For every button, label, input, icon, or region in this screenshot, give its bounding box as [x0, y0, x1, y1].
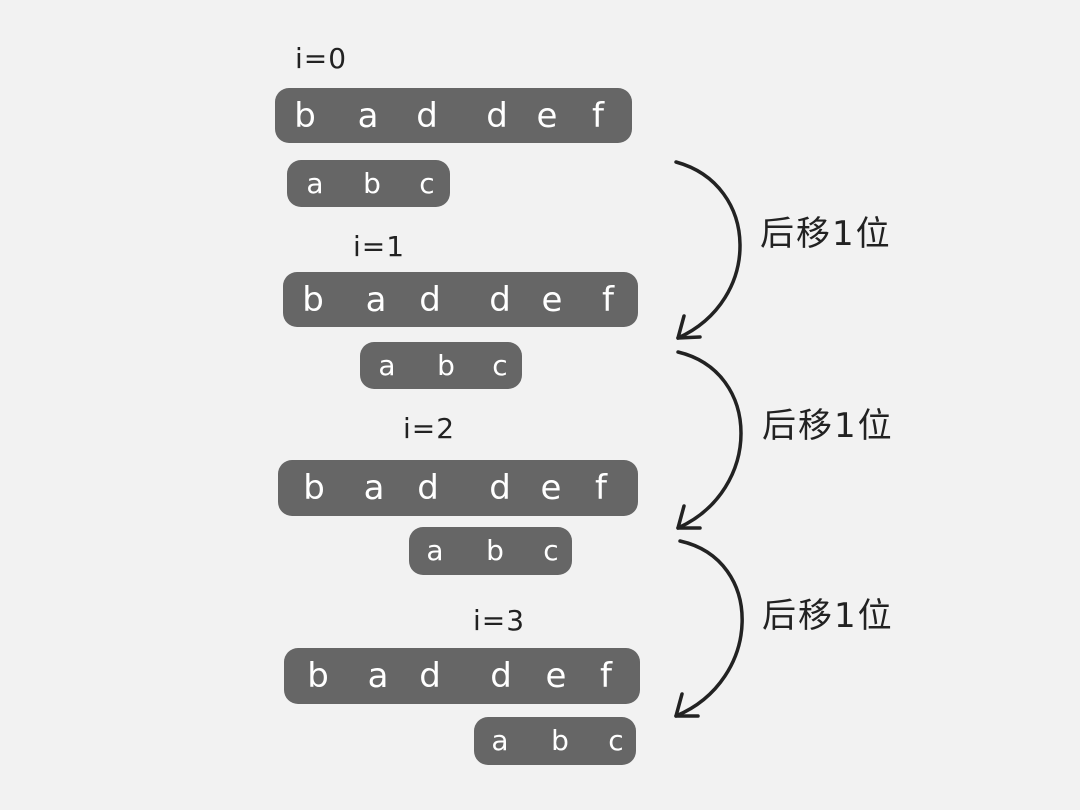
pattern-char: a: [426, 534, 444, 567]
text-string-bar-step1: b a d d e f: [283, 272, 638, 327]
text-char: d: [419, 656, 441, 696]
pattern-bar-step1: a b c: [360, 342, 522, 389]
text-string-bar-step3: b a d d e f: [284, 648, 640, 704]
pattern-char: c: [419, 166, 435, 200]
arrow-head-icon: [676, 504, 702, 530]
step-label-i2: i=2: [403, 412, 456, 445]
pattern-char: b: [551, 724, 569, 757]
shift-label-2: 后移1位: [762, 406, 894, 446]
text-char: a: [367, 656, 389, 696]
pattern-char: c: [492, 348, 508, 382]
text-char: d: [489, 279, 511, 320]
arrow-head-icon: [676, 314, 702, 340]
pattern-char: c: [608, 724, 624, 757]
shift-label-3: 后移1位: [762, 596, 894, 636]
arrow-head-icon: [674, 692, 700, 718]
text-char: d: [416, 95, 438, 136]
step-label-i1: i=1: [353, 230, 406, 263]
text-char: f: [592, 95, 604, 136]
text-char: d: [419, 279, 441, 320]
pattern-bar-step0: a b c: [287, 160, 450, 207]
curved-arrow-icon: [674, 160, 742, 340]
text-char: d: [490, 656, 512, 696]
text-string-bar-step2: b a d d e f: [278, 460, 638, 516]
shift-label-1: 后移1位: [760, 214, 892, 254]
pattern-bar-step3: a b c: [474, 717, 636, 765]
pattern-char: a: [306, 166, 324, 200]
text-char: a: [365, 279, 387, 320]
pattern-char: b: [486, 534, 504, 567]
text-char: a: [363, 468, 385, 508]
text-char: b: [294, 95, 316, 136]
text-char: e: [545, 656, 567, 696]
text-char: e: [536, 95, 558, 136]
step-label-i0: i=0: [295, 42, 348, 75]
curved-arrow-icon: [676, 350, 743, 530]
text-char: f: [595, 468, 607, 508]
text-char: e: [541, 279, 563, 320]
text-char: b: [303, 468, 325, 508]
text-char: a: [357, 95, 379, 136]
step-label-i3: i=3: [473, 604, 526, 637]
pattern-char: b: [437, 348, 455, 382]
text-string-bar-step0: b a d d e f: [275, 88, 632, 143]
pattern-char: a: [491, 724, 509, 757]
pattern-char: b: [363, 166, 381, 200]
pattern-char: a: [378, 348, 396, 382]
text-char: e: [540, 468, 562, 508]
text-char: f: [600, 656, 612, 696]
text-char: f: [602, 279, 614, 320]
text-char: d: [489, 468, 511, 508]
text-char: d: [417, 468, 439, 508]
text-char: d: [486, 95, 508, 136]
text-char: b: [307, 656, 329, 696]
pattern-bar-step2: a b c: [409, 527, 572, 575]
pattern-char: c: [543, 534, 559, 567]
curved-arrow-icon: [674, 539, 744, 718]
text-char: b: [302, 279, 324, 320]
